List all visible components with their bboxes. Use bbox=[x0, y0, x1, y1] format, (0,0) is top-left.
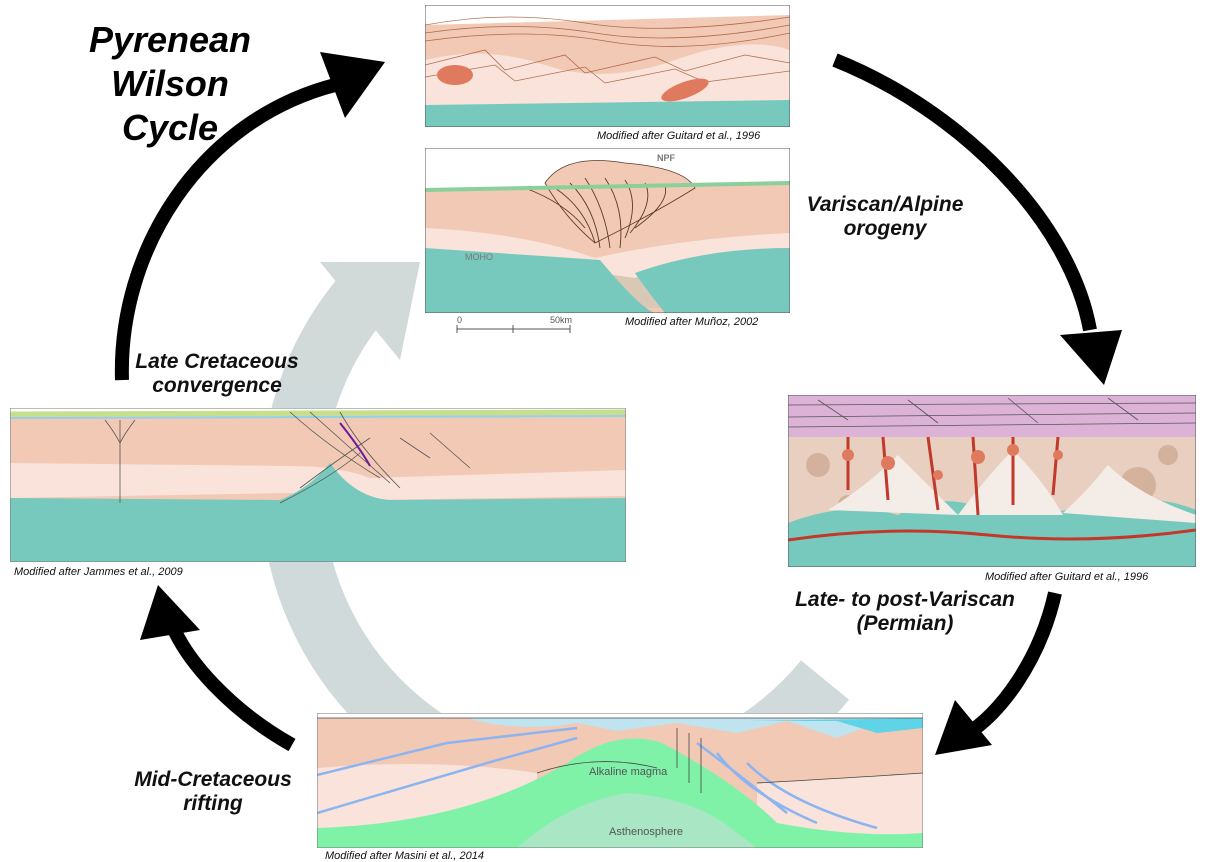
credit-bottom: Modified after Masini et al., 2014 bbox=[325, 850, 484, 862]
scale-start: 0 bbox=[457, 315, 462, 325]
stage-label-permian: Late- to post-Variscan (Permian) bbox=[780, 588, 1030, 636]
alkaline-magma-label: Alkaline magma bbox=[589, 766, 668, 778]
credit-top: Modified after Guitard et al., 1996 bbox=[597, 130, 760, 142]
scale-end: 50km bbox=[550, 315, 572, 325]
stage-label-convergence: Late Cretaceous convergence bbox=[122, 350, 312, 398]
stage-permian-line2: (Permian) bbox=[780, 612, 1030, 636]
stage-permian-line1: Late- to post-Variscan bbox=[780, 588, 1030, 612]
stage-rifting-line1: Mid-Cretaceous bbox=[118, 768, 308, 792]
panel-top-guitard bbox=[425, 5, 790, 127]
panel-left-jammes bbox=[10, 408, 626, 562]
credit-middle-top: Modified after Muñoz, 2002 bbox=[625, 316, 758, 328]
stage-label-orogeny: Variscan/Alpine orogeny bbox=[790, 193, 980, 241]
stage-convergence-line1: Late Cretaceous bbox=[122, 350, 312, 374]
scale-bar: 0 50km bbox=[455, 313, 605, 337]
panel-right-guitard bbox=[788, 395, 1196, 567]
cycle-arrow-bottom-left bbox=[140, 585, 292, 745]
stage-rifting-line2: rifting bbox=[118, 792, 308, 816]
panel-bottom-masini: Alkaline magma Asthenosphere bbox=[317, 713, 923, 848]
npf-label: NPF bbox=[657, 153, 676, 163]
panel-munoz: MOHO NPF bbox=[425, 148, 790, 313]
credit-left: Modified after Jammes et al., 2009 bbox=[14, 566, 183, 578]
asthenosphere-label: Asthenosphere bbox=[609, 826, 683, 838]
moho-label: MOHO bbox=[465, 252, 493, 262]
stage-orogeny-line1: Variscan/Alpine bbox=[790, 193, 980, 217]
stage-convergence-line2: convergence bbox=[122, 374, 312, 398]
stage-orogeny-line2: orogeny bbox=[790, 217, 980, 241]
credit-right: Modified after Guitard et al., 1996 bbox=[985, 571, 1148, 583]
stage-label-rifting: Mid-Cretaceous rifting bbox=[118, 768, 308, 816]
